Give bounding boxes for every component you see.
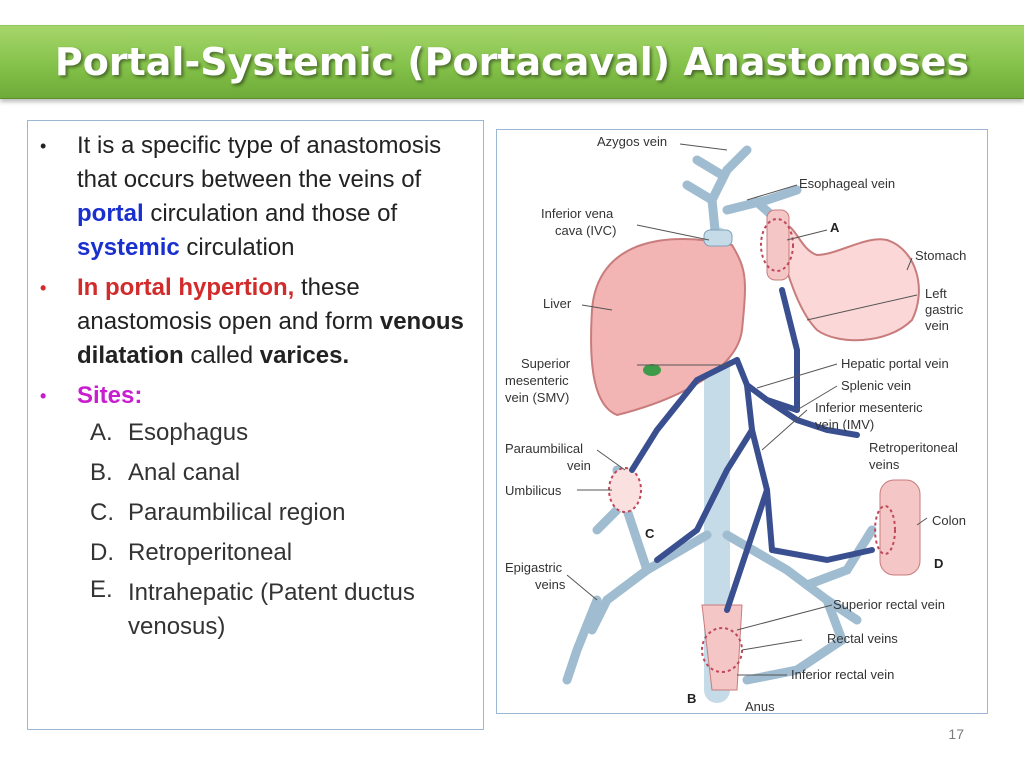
definition-text: circulation bbox=[179, 234, 295, 261]
page-number: 17 bbox=[948, 726, 964, 742]
label-d: D bbox=[934, 556, 943, 571]
hypertension-keyword: In portal hypertion, bbox=[77, 274, 295, 301]
esophagus-shape bbox=[766, 209, 790, 281]
ivc-shape bbox=[703, 229, 733, 247]
label-imv-2: vein (IMV) bbox=[815, 417, 874, 432]
bullet-dot-icon: • bbox=[40, 136, 47, 156]
portal-keyword: portal bbox=[77, 200, 144, 227]
stomach-shape bbox=[775, 223, 920, 342]
sites-heading: Sites: bbox=[77, 382, 143, 409]
site-text: Esophagus bbox=[128, 419, 249, 446]
label-esophageal: Esophageal vein bbox=[799, 176, 895, 191]
label-smv-3: vein (SMV) bbox=[505, 390, 569, 405]
label-anus: Anus bbox=[745, 699, 775, 713]
site-letter: A. bbox=[90, 419, 113, 446]
bullet-dot-icon: • bbox=[40, 386, 47, 406]
site-letter: B. bbox=[90, 459, 113, 486]
label-epigastric-2: veins bbox=[535, 577, 566, 592]
anatomy-figure: Azygos vein Esophageal vein Inferior ven… bbox=[496, 129, 988, 714]
site-d-marker bbox=[874, 505, 896, 555]
site-c-marker bbox=[608, 467, 642, 513]
portacaval-diagram: Azygos vein Esophageal vein Inferior ven… bbox=[505, 134, 966, 713]
definition-text: It is a specific type of anastomosis tha… bbox=[77, 132, 442, 193]
gallbladder-shape bbox=[643, 364, 661, 376]
bullet-definition: • It is a specific type of anastomosis t… bbox=[28, 129, 483, 265]
site-letter: C. bbox=[90, 499, 114, 526]
varices-keyword: varices. bbox=[259, 342, 350, 369]
definition-text: circulation and those of bbox=[143, 200, 398, 227]
label-inferior-rectal: Inferior rectal vein bbox=[791, 667, 894, 682]
label-azygos: Azygos vein bbox=[597, 134, 667, 149]
hypertension-text: called bbox=[183, 342, 260, 369]
label-ivc-2: cava (IVC) bbox=[555, 223, 616, 238]
bullet-sites: • Sites: bbox=[28, 379, 483, 413]
site-letter: D. bbox=[90, 539, 114, 566]
hypertension-text: these anastomosis open and form bbox=[77, 274, 380, 335]
title-bar: Portal-Systemic (Portacaval) Anastomoses bbox=[0, 25, 1024, 99]
label-paraumbilical-1: Paraumbilical bbox=[505, 441, 583, 456]
label-rectal: Rectal veins bbox=[827, 631, 898, 646]
label-retro-2: veins bbox=[869, 457, 900, 472]
label-paraumbilical-2: vein bbox=[567, 458, 591, 473]
label-liver: Liver bbox=[543, 296, 572, 311]
venous-dilatation-keyword: venous dilatation bbox=[77, 308, 464, 369]
label-leftgastric-1: Left bbox=[925, 286, 947, 301]
label-leftgastric-2: gastric bbox=[925, 302, 964, 317]
label-umbilicus: Umbilicus bbox=[505, 483, 562, 498]
bullet-dot-icon: • bbox=[40, 278, 47, 298]
colon-shape bbox=[879, 479, 921, 576]
label-hepatic-portal: Hepatic portal vein bbox=[841, 356, 949, 371]
sites-list: A. Esophagus B. Anal canal C. Paraumbilical… bbox=[28, 413, 483, 644]
label-retro-1: Retroperitoneal bbox=[869, 440, 958, 455]
site-item: B. Anal canal bbox=[90, 453, 483, 493]
site-text: Anal canal bbox=[128, 459, 241, 486]
label-superior-rectal: Superior rectal vein bbox=[833, 597, 945, 612]
label-smv-1: Superior bbox=[521, 356, 571, 371]
label-colon: Colon bbox=[932, 513, 966, 528]
site-item: D. Retroperitoneal bbox=[90, 533, 483, 573]
site-text: Retroperitoneal bbox=[128, 539, 293, 566]
label-b: B bbox=[687, 691, 696, 706]
slide-title: Portal-Systemic (Portacaval) Anastomoses bbox=[54, 40, 970, 84]
label-ivc-1: Inferior vena bbox=[541, 206, 614, 221]
label-epigastric-1: Epigastric bbox=[505, 560, 563, 575]
site-item: A. Esophagus bbox=[90, 413, 483, 453]
label-stomach: Stomach bbox=[915, 248, 966, 263]
text-panel: • It is a specific type of anastomosis t… bbox=[27, 120, 484, 730]
bullet-list: • It is a specific type of anastomosis t… bbox=[28, 129, 483, 644]
label-leftgastric-3: vein bbox=[925, 318, 949, 333]
label-a: A bbox=[830, 220, 840, 235]
label-c: C bbox=[645, 526, 655, 541]
label-imv-1: Inferior mesenteric bbox=[815, 400, 923, 415]
leader-lines bbox=[566, 143, 928, 676]
site-text: Intrahepatic (Patent ductus venosus) bbox=[128, 579, 415, 640]
site-item: E. Intrahepatic (Patent ductus venosus) bbox=[90, 573, 483, 644]
label-smv-2: mesenteric bbox=[505, 373, 569, 388]
label-splenic: Splenic vein bbox=[841, 378, 911, 393]
systemic-keyword: systemic bbox=[77, 234, 180, 261]
site-item: C. Paraumbilical region bbox=[90, 493, 483, 533]
portal-veins bbox=[629, 287, 875, 613]
bullet-hypertension: • In portal hypertion, these anastomosis… bbox=[28, 271, 483, 373]
liver-shape bbox=[590, 237, 746, 417]
site-a-marker bbox=[760, 218, 794, 272]
site-text: Paraumbilical region bbox=[128, 499, 346, 526]
site-letter: E. bbox=[90, 576, 113, 603]
